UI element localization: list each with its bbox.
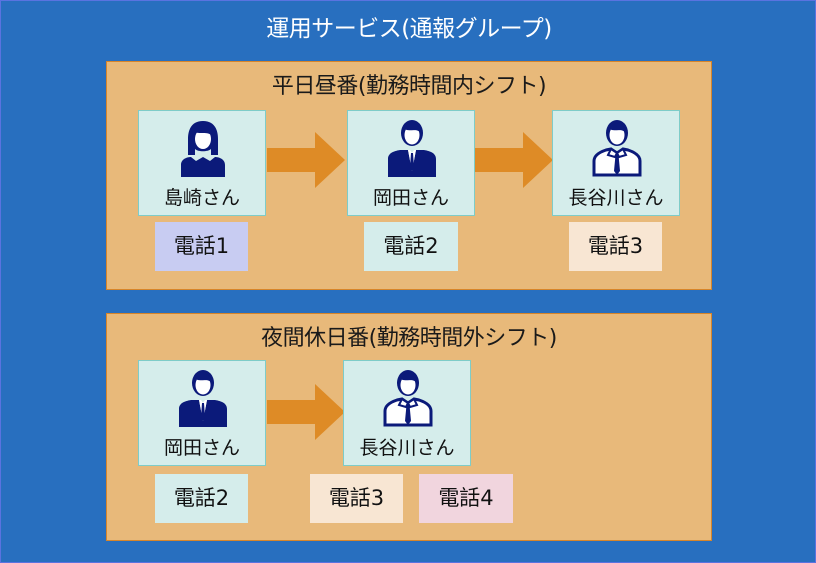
group-title: 平日昼番(勤務時間内シフト): [271, 74, 547, 99]
person-name: 岡田さん: [163, 437, 240, 459]
phone-badge: 電話2: [364, 222, 458, 271]
woman-icon: [181, 121, 225, 177]
person-name: 岡田さん: [372, 187, 449, 209]
man-shirt-icon: [592, 120, 642, 177]
man-shirt-icon: [383, 370, 433, 427]
person-name: 長谷川さん: [568, 187, 664, 209]
man-suit-icon: [388, 120, 436, 177]
arrow-right-icon: [475, 132, 553, 188]
person-name: 島崎さん: [163, 187, 240, 209]
person-name: 長谷川さん: [359, 437, 455, 459]
arrow-right-icon: [267, 132, 345, 188]
phone-badge: 電話3: [569, 222, 662, 271]
person-card: 岡田さん: [138, 360, 266, 466]
arrow-right-icon: [267, 384, 345, 440]
night-holiday-shift-group: 夜間休日番(勤務時間外シフト) 岡田さん: [106, 313, 712, 541]
phone-badge: 電話2: [155, 474, 248, 523]
diagram-title: 運用サービス(通報グループ): [266, 16, 552, 42]
phone-badge: 電話4: [419, 474, 513, 523]
group-title: 夜間休日番(勤務時間外シフト): [261, 326, 557, 351]
man-suit-icon: [179, 370, 227, 427]
phone-badge: 電話1: [155, 222, 248, 271]
weekday-shift-group: 平日昼番(勤務時間内シフト) 島崎さん 岡田さん: [106, 61, 712, 290]
phone-badge: 電話3: [310, 474, 403, 523]
person-card: 岡田さん: [347, 110, 475, 216]
person-card: 島崎さん: [138, 110, 266, 216]
person-card: 長谷川さん: [552, 110, 680, 216]
person-card: 長谷川さん: [343, 360, 471, 466]
